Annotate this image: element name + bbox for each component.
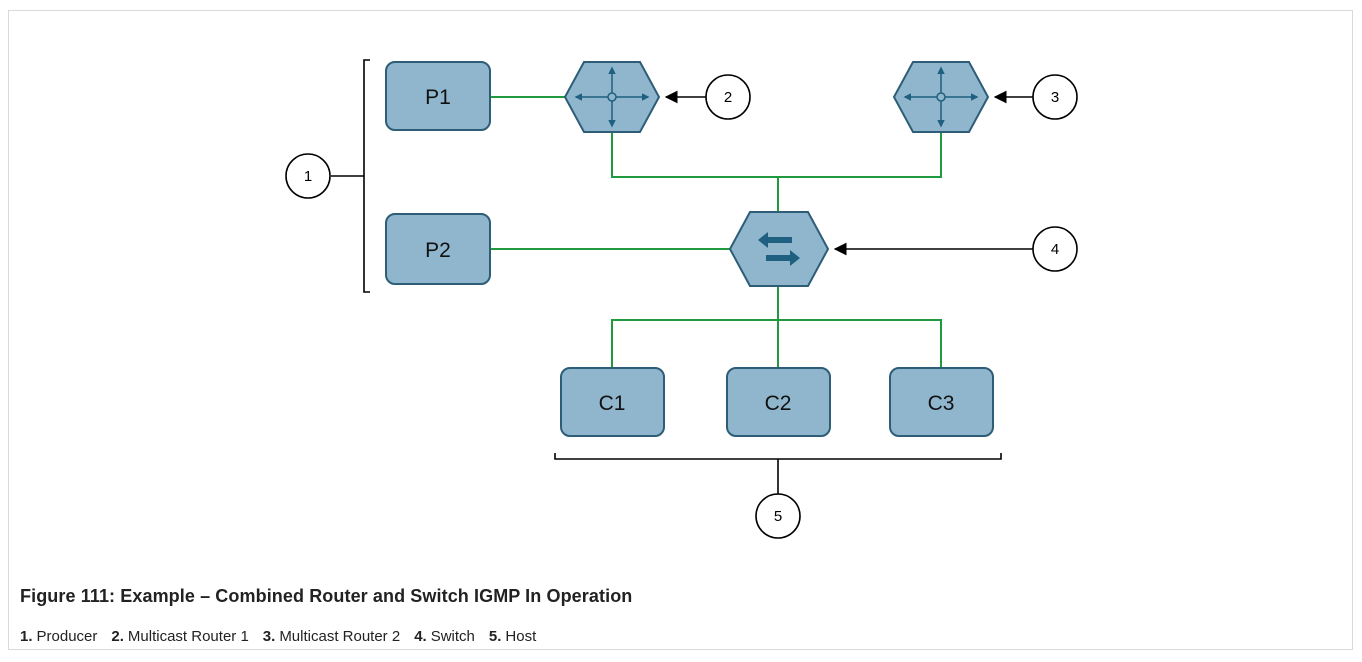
figure-legend: 1.Producer 2.Multicast Router 1 3.Multic…: [20, 628, 536, 645]
callout-1: [285, 59, 370, 293]
figure-caption: Figure 111: Example – Combined Router an…: [20, 586, 633, 606]
multicast-router-1: [563, 61, 661, 133]
host-c2: C2: [726, 367, 831, 437]
legend-item-host: 5.Host: [488, 628, 537, 645]
c2-label: C2: [765, 392, 792, 415]
callout-4-label: 4: [1051, 241, 1059, 258]
producer-p1: P1: [385, 61, 491, 131]
switch-icon: [758, 232, 800, 266]
legend-item-router-2: 3.Multicast Router 2: [262, 628, 401, 645]
link-router1-router2: [611, 131, 942, 178]
router-icon: [903, 66, 979, 128]
router-icon: [574, 66, 650, 128]
legend-item-producer: 1.Producer: [20, 628, 98, 645]
host-bracket: [554, 453, 1002, 460]
p2-label: P2: [425, 239, 451, 262]
producer-bracket: [363, 59, 370, 293]
network-diagram: P1 P2 C1 C2: [285, 59, 1078, 539]
callout-2: [664, 74, 751, 120]
legend-item-switch: 4.Switch: [414, 628, 475, 645]
host-c1: C1: [560, 367, 665, 437]
figure-frame: [8, 10, 1353, 650]
link-hosts-bus: [611, 319, 942, 368]
p1-label: P1: [425, 86, 451, 109]
legend-item-router-1: 2.Multicast Router 1: [111, 628, 249, 645]
producer-p2: P2: [385, 213, 491, 285]
callout-5-label: 5: [774, 508, 782, 525]
callout-4: [833, 226, 1078, 272]
host-c3: C3: [889, 367, 994, 437]
callout-3-label: 3: [1051, 89, 1059, 106]
callout-5: [554, 453, 1002, 539]
callout-2-label: 2: [724, 89, 732, 106]
multicast-router-2: [892, 61, 990, 133]
callout-3: [993, 74, 1078, 120]
links: [490, 96, 942, 368]
switch: [728, 211, 830, 287]
callout-1-label: 1: [304, 168, 312, 185]
c1-label: C1: [599, 392, 626, 415]
c3-label: C3: [928, 392, 955, 415]
